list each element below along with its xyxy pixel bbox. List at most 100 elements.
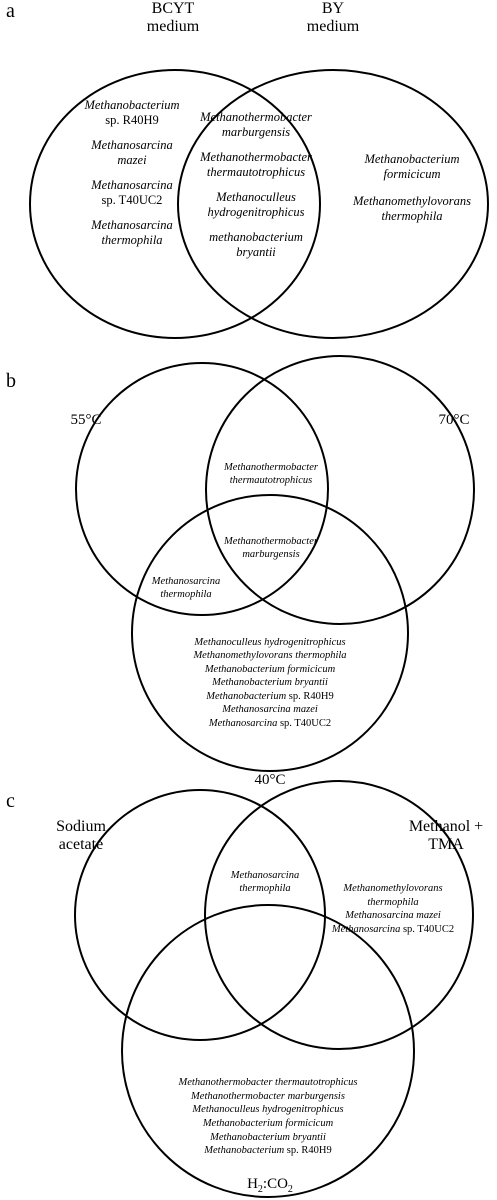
species-line: Methanosarcina — [91, 138, 173, 152]
species-line: Methanothermobacter thermautotrophicus — [178, 1077, 358, 1088]
panel-letter-c: c — [6, 790, 15, 812]
species-line: Methanobacterium sp. R40H9 — [206, 690, 334, 702]
set-label-line: Sodium acetate — [56, 818, 106, 854]
species-entry: Methanomethylovorans — [318, 882, 468, 896]
species-entry: Methanobacterium bryantii — [160, 676, 380, 689]
venn-circles-b — [75, 355, 475, 772]
set-label-40c: 40°C — [254, 772, 286, 788]
region-55-70: Methanothermobacter thermautotrophicus — [205, 462, 337, 487]
species-entry: Methanobacterium bryantii — [148, 1131, 388, 1145]
species-entry: Methanobacterium formicicum — [160, 663, 380, 676]
set-label-70c: 70°C — [438, 412, 470, 428]
species-entry: Methanoculleus hydrogenitrophicus — [160, 636, 380, 649]
species-line: Methanothermobacter — [224, 536, 318, 547]
species-line: formicicum — [383, 167, 441, 181]
species-line: Methanosarcina — [91, 218, 173, 232]
species-entry: Methanothermobacter thermautotrophicus — [148, 1076, 388, 1090]
species-entry: Methanosarcina sp. T40UC2 — [318, 923, 468, 937]
species-line: sp. T40UC2 — [101, 193, 163, 207]
venn-circles-a — [29, 69, 489, 339]
species-line: marburgensis — [221, 125, 291, 139]
circle-70c — [205, 355, 475, 625]
panel-letter-a: a — [6, 0, 15, 22]
species-line: Methanosarcina mazei — [222, 704, 318, 716]
region-55-40: Methanosarcina thermophila — [138, 576, 234, 601]
set-label-by-medium: BY medium — [278, 0, 388, 37]
species-line: Methanobacterium formicicum — [202, 1117, 334, 1129]
set-label-line: Methanol + TMA — [408, 818, 484, 854]
species-line: Methanoculleus hydrogenitrophicus — [194, 637, 346, 648]
species-line: thermautotrophicus — [206, 165, 306, 179]
species-entry: Methanosarcina mazei — [160, 703, 380, 716]
set-label-methanol-tma: Methanol + TMA — [398, 818, 494, 855]
set-label-line: BY medium — [306, 0, 360, 36]
venn-panel-b: b 55°C 70°C 40°C Methanothermobacter the… — [0, 355, 497, 790]
species-line: thermophila — [101, 233, 163, 247]
species-line: Methanomethylovorans — [352, 194, 472, 208]
circle-h2-co2 — [121, 904, 415, 1198]
set-label-sodium-acetate: Sodium acetate — [36, 818, 126, 855]
circle-methanol-tma — [204, 780, 474, 1050]
region-acetate-methanol: Methanosarcina thermophila — [210, 870, 320, 895]
species-line: Methanobacterium — [84, 98, 180, 112]
set-label-line: BCYT medium — [146, 0, 200, 36]
species-entry: Methanoculleus hydrogenitrophicus — [148, 1103, 388, 1117]
species-line: Methanosarcina sp. T40UC2 — [208, 717, 332, 729]
species-line: Methanomethylovorans thermophila — [193, 650, 347, 662]
species-line: Methanobacterium formicicum — [204, 663, 336, 675]
species-entry: thermophila — [318, 896, 468, 910]
venn-panel-c: c Sodium acetate Methanol + TMA H2:CO2 M… — [0, 780, 497, 1200]
species-line: methanobacterium — [209, 230, 303, 244]
circle-bcyt-medium — [29, 69, 321, 339]
species-line: sp. R40H9 — [105, 113, 159, 127]
species-line: Methanomethylovorans — [343, 883, 443, 894]
species-entry: Methanothermobacter marburgensis — [148, 1090, 388, 1104]
set-label-h2-co2: H2:CO2 — [247, 1176, 293, 1195]
species-line: Methanobacterium — [364, 152, 460, 166]
species-line: bryantii — [236, 245, 276, 259]
species-line: Methanobacterium bryantii — [212, 677, 328, 689]
circle-by-medium — [177, 69, 489, 339]
circle-55c — [75, 362, 329, 616]
species-line: Methanobacterium sp. R40H9 — [204, 1145, 332, 1157]
species-line: Methanoculleus — [216, 190, 296, 204]
species-entry: Methanobacterium sp. R40H9 — [148, 1144, 388, 1158]
species-line: Methanosarcina — [151, 576, 221, 587]
venn-circles-c — [74, 780, 474, 1198]
circle-sodium-acetate — [74, 789, 326, 1041]
species-line: Methanothermobacter — [200, 110, 312, 124]
species-line: thermophila — [160, 588, 212, 600]
species-line: thermautotrophicus — [229, 474, 313, 486]
species-line: Methanosarcina — [230, 870, 300, 881]
panel-letter-b: b — [6, 370, 16, 392]
species-line: Methanosarcina — [91, 178, 173, 192]
circle-40c — [131, 494, 409, 772]
species-entry: Methanobacterium formicicum — [148, 1117, 388, 1131]
species-line: Methanoculleus hydrogenitrophicus — [192, 1104, 344, 1116]
species-line: Methanothermobacter — [200, 150, 312, 164]
species-line: thermophila — [239, 882, 291, 894]
set-label-bcyt-medium: BCYT medium — [118, 0, 228, 37]
species-entry: Methanosarcina sp. T40UC2 — [160, 717, 380, 730]
species-line: mazei — [117, 153, 147, 167]
set-label-55c: 55°C — [70, 412, 102, 428]
species-line: marburgensis — [242, 548, 300, 560]
species-line: Methanothermobacter — [224, 462, 318, 473]
species-entry: Methanomethylovorans thermophila — [160, 649, 380, 662]
species-line: hydrogenitrophicus — [207, 205, 305, 219]
species-entry: Methanobacterium sp. R40H9 — [160, 690, 380, 703]
venn-panel-a: a BCYT medium BY medium Methanobacterium… — [0, 0, 497, 370]
